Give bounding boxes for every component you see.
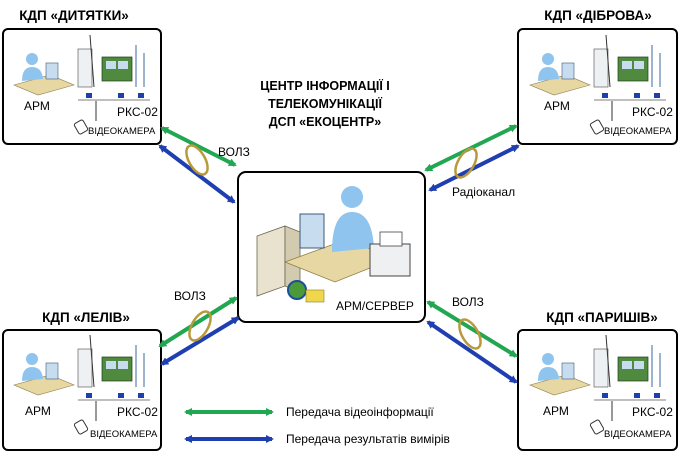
rks-label-bl: РКС-02 xyxy=(117,405,158,419)
link-label-tl: ВОЛЗ xyxy=(218,145,250,159)
station-title-tl: КДП «ДИТЯТКИ» xyxy=(19,8,129,23)
fiber-ring-bl xyxy=(188,310,212,342)
rks-label-tl: РКС-02 xyxy=(117,105,158,119)
server-label: АРМ/СЕРВЕР xyxy=(336,299,414,313)
arm-label-tl: АРМ xyxy=(24,99,50,113)
fiber-ring-tl xyxy=(185,144,209,176)
center-title-line-2: ТЕЛЕКОМУНІКАЦІЇ xyxy=(268,96,382,111)
link-label-br: ВОЛЗ xyxy=(452,295,484,309)
arrow-results-bl xyxy=(160,316,240,366)
camera-label-bl: ВІДЕОКАМЕРА xyxy=(90,429,158,440)
station-title-bl: КДП «ЛЕЛІВ» xyxy=(42,310,130,325)
center-title-line-1: ЦЕНТР ІНФОРМАЦІЇ І xyxy=(260,78,389,93)
camera-label-tl: ВІДЕОКАМЕРА xyxy=(88,126,156,137)
arm-label-br: АРМ xyxy=(543,404,569,418)
station-title-tr: КДП «ДІБРОВА» xyxy=(544,8,652,23)
arrow-results-tr xyxy=(428,144,520,192)
radio-ring-tr xyxy=(454,147,478,179)
rks-label-br: РКС-02 xyxy=(632,405,673,419)
server-workstation-illustration xyxy=(256,186,411,303)
station-title-br: КДП «ПАРИШІВ» xyxy=(546,310,658,325)
legend-video-text: Передача відеоінформації xyxy=(286,405,434,419)
camera-label-tr: ВІДЕОКАМЕРА xyxy=(604,126,672,137)
link-label-tr: Радіоканал xyxy=(452,185,515,199)
camera-label-br: ВІДЕОКАМЕРА xyxy=(604,429,672,440)
legend-results-text: Передача результатів вимірів xyxy=(286,432,450,446)
arrow-results-tl xyxy=(158,144,236,204)
rks-label-tr: РКС-02 xyxy=(632,105,673,119)
arm-label-bl: АРМ xyxy=(25,404,51,418)
arrow-results-br xyxy=(426,320,518,384)
arm-label-tr: АРМ xyxy=(544,99,570,113)
center-title-line-3: ДСП «ЕКОЦЕНТР» xyxy=(269,115,381,129)
fiber-ring-br xyxy=(458,318,482,350)
link-label-bl: ВОЛЗ xyxy=(174,289,206,303)
